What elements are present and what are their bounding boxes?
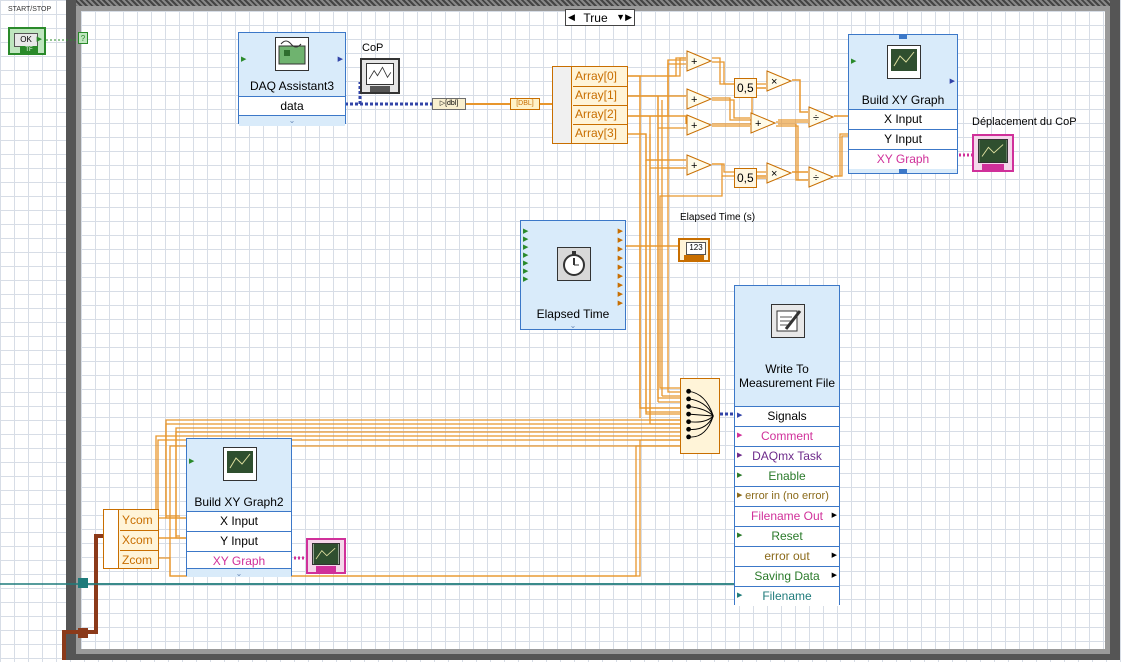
add-function[interactable]: + — [750, 112, 776, 134]
unbundle-item: Ycom — [120, 510, 158, 531]
numeric-constant[interactable]: 0,5 — [734, 78, 757, 98]
filename-terminal[interactable]: ▶Filename — [735, 586, 839, 606]
svg-text:÷: ÷ — [813, 172, 819, 184]
saving-data-terminal[interactable]: Saving Data▶ — [735, 566, 839, 586]
write-file-icon — [771, 304, 805, 338]
input-terminal-icon: ▶ — [851, 58, 857, 65]
case-dropdown-icon[interactable]: ▼▶ — [616, 12, 632, 22]
svg-text:×: × — [771, 168, 777, 180]
merge-signals-node[interactable] — [680, 378, 720, 454]
multiply-function[interactable]: × — [766, 70, 792, 92]
filename-out-terminal[interactable]: Filename Out▶ — [735, 506, 839, 526]
y-input-terminal[interactable]: Y Input — [187, 531, 291, 551]
index-array-item: Array[3] — [575, 126, 618, 140]
x-input-terminal[interactable]: X Input — [187, 511, 291, 531]
add-function[interactable]: + — [686, 114, 712, 136]
unbundle-item: Xcom — [120, 530, 158, 551]
svg-text:+: + — [691, 120, 697, 132]
svg-text:+: + — [691, 94, 697, 106]
boolean-type-tag: TF — [20, 46, 38, 54]
input-terminal-icon: ▶ — [241, 56, 247, 63]
daq-assistant-title: DAQ Assistant3 — [249, 79, 335, 93]
add-function[interactable]: + — [686, 50, 712, 72]
index-array-item: Array[0] — [573, 67, 627, 87]
divide-function[interactable]: ÷ — [808, 166, 834, 188]
xy-graph-indicator[interactable] — [306, 538, 346, 574]
elapsed-time-indicator-value: 123 — [686, 242, 706, 255]
write-file-title: Write To Measurement File — [738, 362, 836, 390]
daq-assistant-node[interactable]: ▶ ▶ DAQ Assistant3 data ⌄ — [238, 32, 346, 126]
daq-data-terminal[interactable]: data — [239, 96, 345, 116]
enable-terminal[interactable]: ▶Enable — [735, 466, 839, 486]
deplacement-xy-graph[interactable] — [972, 134, 1014, 172]
tunnel-icon[interactable] — [78, 578, 88, 588]
output-terminals-icon: ▶▶▶▶▶▶▶▶▶ — [617, 228, 623, 307]
loop-condition-terminal[interactable]: ? — [78, 32, 88, 44]
daq-icon — [275, 37, 309, 71]
expand-handle-icon[interactable]: ⌄ — [239, 115, 345, 126]
start-stop-label: START/STOP — [8, 6, 52, 13]
daqmx-task-terminal[interactable]: ▶DAQmx Task — [735, 446, 839, 466]
output-terminal-icon: ▶ — [949, 78, 955, 85]
build-xy-graph-title: Build XY Graph — [861, 93, 945, 107]
xy-graph-icon — [887, 45, 921, 79]
case-selector[interactable]: ◀ True ▼▶ — [565, 9, 635, 26]
output-arrow-icon: ▶ — [36, 36, 42, 43]
error-out-terminal[interactable]: error out▶ — [735, 546, 839, 566]
comment-terminal[interactable]: ▶Comment — [735, 426, 839, 446]
multiply-function[interactable]: × — [766, 162, 792, 184]
add-function[interactable]: + — [686, 154, 712, 176]
input-terminal-icon: ▶ — [189, 458, 195, 465]
expand-handle-icon[interactable]: ⌄ — [187, 568, 291, 578]
numeric-constant[interactable]: 0,5 — [734, 168, 757, 188]
elapsed-time-node[interactable]: ▶▶▶▶▶▶▶ ▶▶▶▶▶▶▶▶▶ Elapsed Time ⌄ — [520, 220, 626, 330]
svg-text:+: + — [755, 118, 761, 130]
deplacement-label: Déplacement du CoP — [972, 116, 1077, 128]
xy-graph-output-terminal[interactable]: XY Graph — [187, 551, 291, 571]
elapsed-time-indicator[interactable]: 123 — [678, 238, 710, 262]
reset-terminal[interactable]: ▶Reset — [735, 526, 839, 546]
svg-text:×: × — [771, 76, 777, 88]
ok-face: OK — [14, 33, 38, 47]
input-terminal-icon: ▶▶▶▶▶▶▶ — [523, 228, 529, 283]
start-stop-button[interactable]: OK ▶ TF — [8, 27, 46, 55]
svg-text:+: + — [691, 56, 697, 68]
expand-handle-icon[interactable]: ⌄ — [569, 321, 577, 330]
svg-text:+: + — [691, 160, 697, 172]
array-to-scalar-node[interactable]: [DBL] — [510, 98, 540, 110]
signals-terminal[interactable]: ▶Signals — [735, 406, 839, 426]
xy-graph-output-terminal[interactable]: XY Graph — [849, 149, 957, 169]
case-prev-icon[interactable]: ◀ — [568, 12, 575, 22]
cop-waveform-graph[interactable] — [360, 58, 400, 94]
cop-graph-label: CoP — [362, 42, 384, 54]
unbundle-by-name-node[interactable]: Ycom Xcom Zcom — [103, 509, 159, 569]
convert-from-dynamic-data[interactable]: ▷[dbl] — [432, 98, 466, 110]
tunnel-icon[interactable] — [78, 628, 88, 638]
stopwatch-icon — [557, 247, 591, 281]
case-selector-value: True — [583, 10, 608, 25]
divide-function[interactable]: ÷ — [808, 106, 834, 128]
unbundle-item: Zcom — [122, 553, 152, 567]
error-in-terminal[interactable]: ▶error in (no error) — [735, 486, 839, 506]
elapsed-time-indicator-label: Elapsed Time (s) — [680, 212, 756, 223]
xy-graph-icon — [223, 447, 257, 481]
build-xy-graph2-title: Build XY Graph2 — [194, 495, 284, 509]
add-function[interactable]: + — [686, 88, 712, 110]
svg-text:÷: ÷ — [813, 112, 819, 124]
write-measurement-file-node[interactable]: Write To Measurement File ▶Signals ▶Comm… — [734, 285, 840, 606]
index-array-node[interactable]: Array[0] Array[1] Array[2] Array[3] — [552, 66, 628, 144]
index-array-item: Array[1] — [573, 86, 627, 106]
x-input-terminal[interactable]: X Input — [849, 109, 957, 129]
output-terminal-icon: ▶ — [337, 56, 343, 63]
build-xy-graph2-node[interactable]: ▶ Build XY Graph2 X Input Y Input XY Gra… — [186, 438, 292, 578]
y-input-terminal[interactable]: Y Input — [849, 129, 957, 149]
build-xy-graph-node[interactable]: ▶ ▶ Build XY Graph X Input Y Input XY Gr… — [848, 34, 958, 174]
index-array-item: Array[2] — [573, 105, 627, 125]
elapsed-time-title: Elapsed Time — [536, 307, 610, 321]
